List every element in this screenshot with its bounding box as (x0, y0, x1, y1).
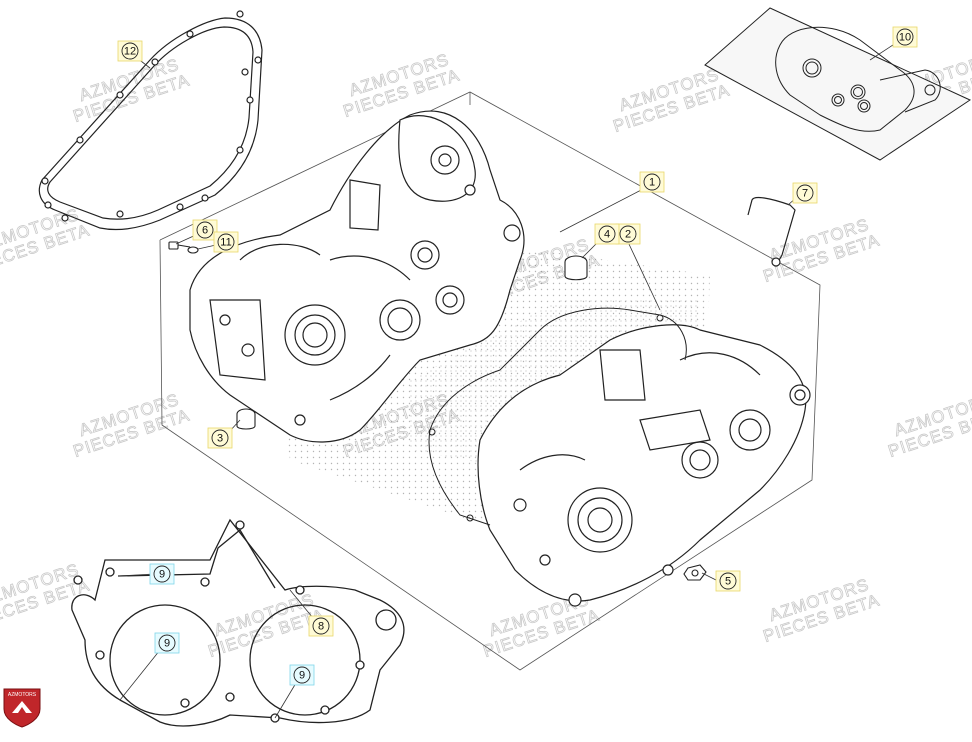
callout-11: 11 (213, 231, 239, 253)
callout-7: 7 (792, 182, 818, 204)
callout-label: 7 (802, 188, 808, 200)
callout-1: 1 (639, 171, 665, 193)
leader-line-9c (274, 682, 297, 719)
leader-line-1 (559, 187, 646, 233)
leader-lines (117, 42, 897, 719)
plug-part-5 (683, 564, 707, 581)
callout-label: 10 (899, 32, 911, 44)
callout-9a: 9 (149, 563, 175, 585)
callout-label: 3 (217, 433, 223, 445)
callout-label: 12 (124, 46, 136, 58)
callout-6: 6 (192, 219, 218, 241)
callout-4: 4 (594, 223, 620, 245)
callout-circle (312, 617, 330, 635)
callout-circle (121, 42, 139, 60)
callout-circle (293, 666, 311, 684)
callout-circle (598, 225, 616, 243)
callout-12: 12 (117, 40, 143, 62)
leader-line-10 (869, 42, 897, 61)
callout-circle (158, 634, 176, 652)
shield-icon (3, 688, 41, 728)
callout-9c: 9 (289, 664, 315, 686)
leader-line-8 (289, 589, 314, 619)
clutch-cover-gasket (38, 10, 263, 231)
callout-8: 8 (308, 615, 334, 637)
azmotors-logo: AZMOTORS (3, 688, 41, 728)
leader-line-9a (117, 573, 155, 577)
logo-text: AZMOTORS (8, 692, 37, 698)
bolt-part-6 (168, 241, 199, 254)
callout-circle (211, 429, 229, 447)
callout-label: 9 (299, 670, 305, 682)
assembly-frame (159, 91, 821, 671)
leader-line-11 (197, 244, 217, 250)
gasket-kit (704, 7, 972, 161)
callout-circle (643, 173, 661, 191)
callout-circle (619, 225, 637, 243)
callout-label: 2 (625, 229, 631, 241)
callout-label: 8 (318, 621, 324, 633)
callout-circle (896, 28, 914, 46)
callout-circle (153, 565, 171, 583)
callout-label: 9 (159, 569, 165, 581)
bushing-part-3 (236, 408, 256, 430)
bushing-part-4 (564, 255, 588, 281)
callout-label: 11 (220, 237, 231, 249)
ignition-cover-gasket (71, 518, 405, 727)
left-crankcase-half (189, 110, 525, 443)
callout-10: 10 (892, 26, 918, 48)
leader-line-2 (627, 241, 661, 311)
callout-label: 5 (725, 576, 731, 588)
callout-label: 4 (604, 229, 610, 241)
callout-9b: 9 (154, 632, 180, 654)
callout-circle (217, 233, 235, 251)
callout-5: 5 (715, 570, 741, 592)
callout-label: 1 (649, 177, 655, 189)
callout-circle (796, 184, 814, 202)
wire-clip-part-7 (747, 196, 796, 267)
callout-2: 2 (615, 223, 641, 245)
callout-label: 9 (164, 638, 170, 650)
callout-circle (719, 572, 737, 590)
crankcase-center-gasket (428, 307, 687, 526)
right-crankcase-half (477, 324, 811, 607)
leader-line-9b (119, 649, 161, 701)
callout-label: 6 (202, 225, 208, 237)
callout-3: 3 (207, 427, 233, 449)
callout-circle (196, 221, 214, 239)
leader-line-5 (701, 572, 719, 582)
